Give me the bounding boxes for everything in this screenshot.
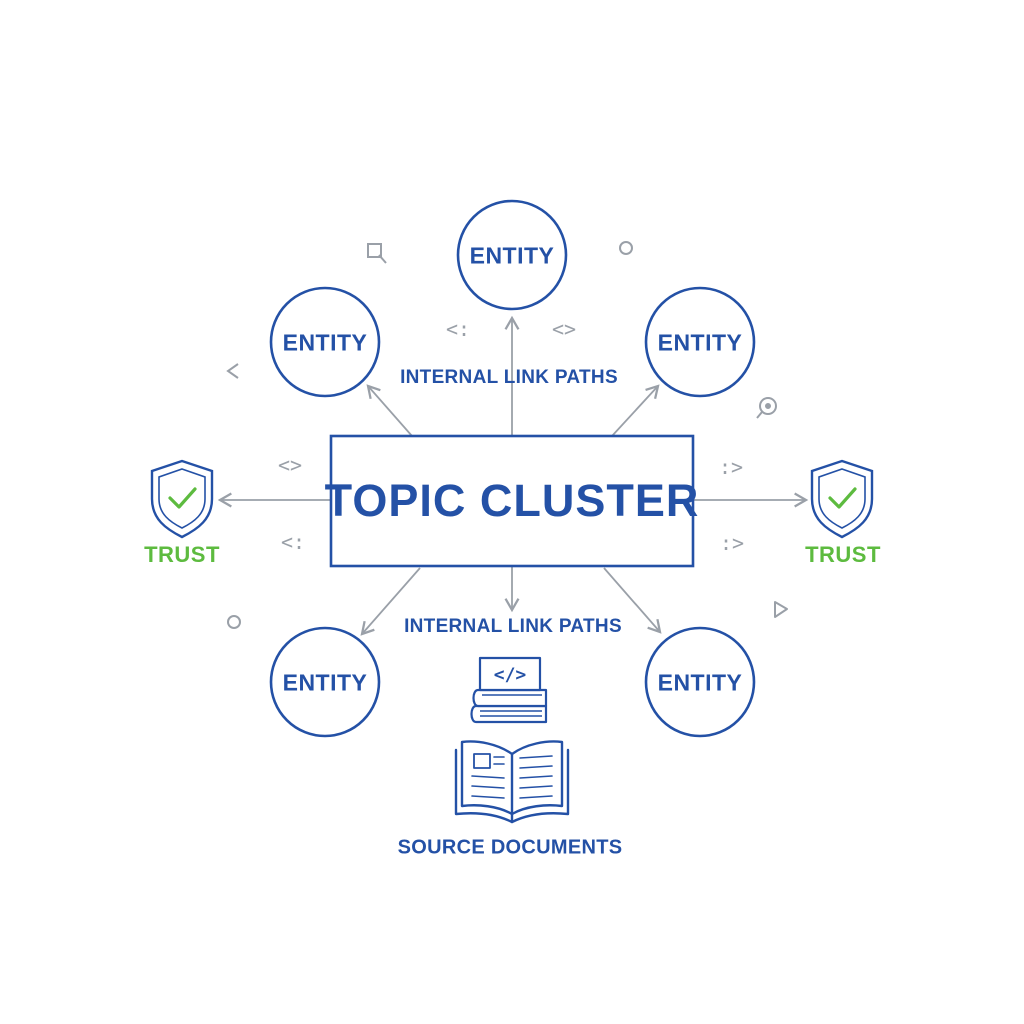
code-brackets-icon: :> [718,455,744,479]
open-book-icon [454,740,570,824]
entity-label-top: ENTITY [469,242,555,269]
entity-circle-top [456,199,568,311]
code-brackets-icon: :> [719,531,745,555]
stacked-books-icon [470,656,548,724]
code-brackets-icon: <> [551,317,577,341]
code-brackets-icon: <> [277,453,303,477]
shield-check-icon [150,459,214,539]
internal-link-paths-label-lower: INTERNAL LINK PATHS [404,616,622,637]
connector-to-upper-right-entity [611,384,660,437]
play-icon [774,601,788,618]
magnifier-icon [756,397,777,419]
connector-to-lower-left-entity [360,567,421,636]
code-brackets-icon: <: [280,530,306,554]
topic-cluster-box [329,434,695,568]
entity-label-lower-left: ENTITY [282,669,368,696]
entity-circle-lower-right [644,626,756,738]
entity-circle-upper-left [269,286,381,398]
entity-label-upper-right: ENTITY [657,329,743,356]
internal-link-paths-label-upper: INTERNAL LINK PATHS [400,367,618,388]
source-documents-label: SOURCE DOCUMENTS [397,836,623,859]
connector-group [217,315,809,636]
magnifier-icon [367,243,387,264]
code-brackets-icon: <: [445,317,471,341]
chevron-icon [226,363,239,379]
trust-label-right: TRUST [805,542,881,567]
entity-label-lower-right: ENTITY [657,669,743,696]
entity-label-upper-left: ENTITY [282,329,368,356]
trust-label-left: TRUST [144,542,220,567]
code-tag-icon: </> [493,664,527,686]
connector-to-lower-right-entity [603,567,662,634]
circle-icon [227,615,241,629]
entity-circle-lower-left [269,626,381,738]
circle-icon [619,241,633,255]
shield-check-icon [810,459,874,539]
topic-cluster-label: TOPIC CLUSTER [324,475,700,526]
connector-to-upper-left-entity [366,384,413,437]
entity-circle-upper-right [644,286,756,398]
